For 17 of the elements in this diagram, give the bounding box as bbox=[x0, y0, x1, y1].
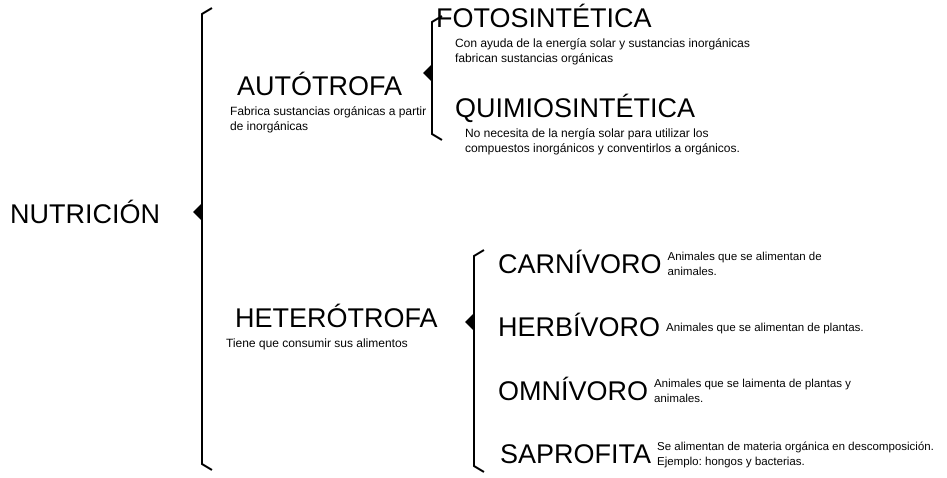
heading-text: HETERÓTROFA bbox=[235, 304, 438, 334]
heading-text: OMNÍVORO bbox=[498, 377, 648, 407]
description-text: Animales que se laimenta de plantas y animales. bbox=[654, 377, 852, 406]
description-text: Tiene que consumir sus alimentos bbox=[226, 336, 409, 351]
description-text: Con ayuda de la energía solar y sustancias inorgánicas fabrican sustancias orgánicas bbox=[455, 36, 751, 66]
heading-text: HERBÍVORO bbox=[498, 313, 660, 343]
heading-text: FOTOSINTÉTICA bbox=[436, 4, 652, 34]
description-text: Animales que se alimentan de plantas. bbox=[666, 320, 865, 336]
heading-text: QUIMIOSINTÉTICA bbox=[455, 94, 696, 124]
heading-text: AUTÓTROFA bbox=[237, 72, 402, 102]
heading-text: NUTRICIÓN bbox=[10, 200, 160, 230]
description-text: No necesita de la nergía solar para utilizar los compuestos inorgánicos y conventirlos a orgánicos. bbox=[465, 126, 741, 156]
heading-text: CARNÍVORO bbox=[498, 250, 662, 280]
description-text: Animales que se alimentan de animales. bbox=[668, 250, 823, 280]
heading-text: SAPROFITA bbox=[500, 440, 652, 470]
description-text: Se alimentan de materia orgánica en descomposición. Ejemplo: hongos y bacterias. bbox=[657, 440, 935, 470]
description-text: Fabrica sustancias orgánicas a partir de inorgánicas bbox=[230, 104, 428, 134]
